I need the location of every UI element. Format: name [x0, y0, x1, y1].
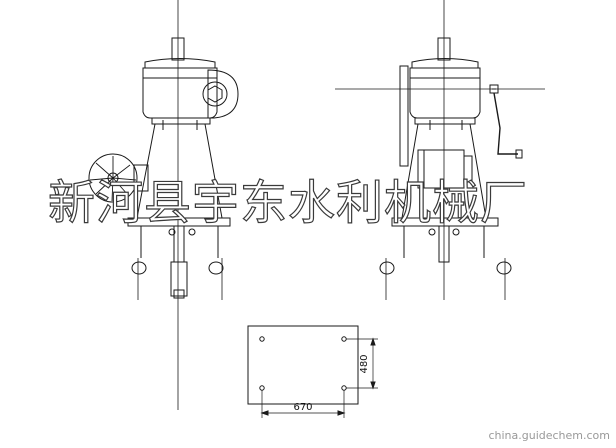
height-dimension-label: 480: [359, 354, 370, 373]
width-dimension-label: 670: [293, 402, 312, 413]
site-watermark: china.guidechem.com: [488, 429, 610, 442]
base-plate-plan: 670 480: [247, 325, 378, 418]
front-view: [88, 0, 239, 410]
side-view: [335, 0, 545, 300]
company-watermark: 新河县宇东水利机械厂: [47, 175, 528, 231]
